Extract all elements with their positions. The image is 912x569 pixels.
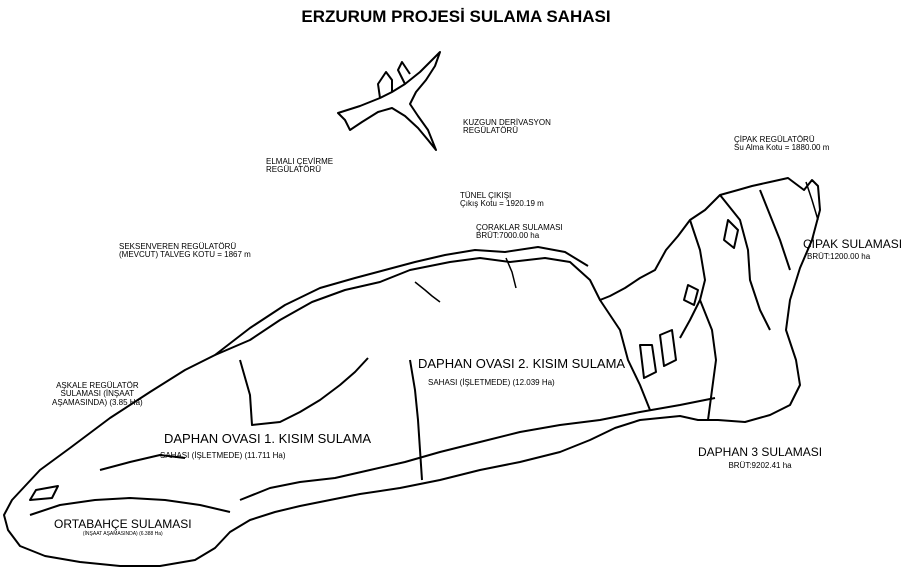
label-askale: AŞKALE REGÜLATÖR SULAMASI (İNŞAAT AŞAMAS…	[52, 381, 143, 407]
label-cipak-sulamasi-line1: ÇİPAK SULAMASI	[803, 237, 903, 251]
label-coraklar-line2: BRÜT:7000.00 ha	[476, 231, 540, 241]
division-center	[599, 299, 651, 411]
label-daphan3-line1: DAPHAN 3 SULAMASI	[698, 445, 823, 459]
label-daphan2-line2: SAHASI (İŞLETMEDE) (12.039 Ha)	[428, 377, 555, 387]
label-daphan2: DAPHAN OVASI 2. KISIM SULAMA SAHASI (İŞL…	[418, 357, 625, 387]
label-kuzgun: KUZGUN DERİVASYON REGÜLATÖRÜ	[463, 118, 551, 136]
label-daphan2-line1: DAPHAN OVASI 2. KISIM SULAMA	[418, 356, 626, 371]
label-seksenveren-line1: SEKSENVEREN REGÜLATÖRÜ	[119, 242, 237, 251]
label-ortabahce-line2: (İNŞAAT AŞAMASINDA) (6.388 Ha)	[82, 530, 163, 537]
label-cipak-sulamasi: ÇİPAK SULAMASI BRÜT:1200.00 ha	[803, 238, 902, 261]
label-cipak-regulator: ÇİPAK REGÜLATÖRÜ Su Alma Kotu = 1880.00 …	[734, 135, 830, 153]
division-askale	[99, 454, 186, 471]
label-seksenveren: SEKSENVEREN REGÜLATÖRÜ (MEVCUT) TALVEG K…	[119, 242, 251, 260]
label-tunel-line1: TÜNEL ÇIKIŞI	[460, 191, 512, 200]
label-daphan1-line1: DAPHAN OVASI 1. KISIM SULAMA	[164, 431, 372, 446]
upper-channel	[214, 246, 589, 356]
division-lower-channel	[239, 397, 716, 501]
label-kuzgun-line2: REGÜLATÖRÜ	[463, 126, 518, 136]
reservoir-arm-2	[397, 61, 411, 85]
label-askale-line3: AŞAMASINDA) (3.85 Ha)	[52, 397, 143, 407]
label-elmali-line1: ELMALI ÇEVİRME	[266, 157, 334, 166]
stream-1	[414, 281, 441, 303]
map-title: ERZURUM PROJESİ SULAMA SAHASI	[301, 7, 611, 26]
pocket-2	[659, 329, 677, 367]
label-ortabahce: ORTABAHÇE SULAMASI (İNŞAAT AŞAMASINDA) (…	[54, 518, 192, 537]
main-plain-outline	[3, 177, 821, 567]
pocket-3	[723, 219, 739, 249]
label-askale-line1: AŞKALE REGÜLATÖR	[56, 381, 139, 390]
division-ortabahce	[29, 497, 231, 516]
division-northeast	[679, 219, 706, 339]
label-daphan1-line2: SAHASI (İŞLETMEDE) (11.711 Ha)	[160, 450, 286, 460]
stream-3	[805, 181, 819, 221]
division-east	[699, 299, 717, 421]
stream-2	[505, 257, 517, 289]
label-coraklar: ÇORAKLAR SULAMASI BRÜT:7000.00 ha	[476, 223, 563, 241]
label-daphan1: DAPHAN OVASI 1. KISIM SULAMA SAHASI (İŞL…	[160, 431, 372, 460]
division-fingers	[719, 194, 771, 331]
pocket-4	[683, 284, 699, 306]
reservoir-arm	[377, 71, 393, 99]
division-daphan1-inner	[239, 357, 369, 426]
label-kuzgun-line1: KUZGUN DERİVASYON	[463, 118, 551, 127]
label-tunel-line2: Çıkış Kotu = 1920.19 m	[460, 199, 544, 209]
label-elmali-line2: REGÜLATÖRÜ	[266, 165, 321, 175]
label-cipak-sulamasi-line2: BRÜT:1200.00 ha	[807, 251, 871, 261]
label-tunel: TÜNEL ÇIKIŞI Çıkış Kotu = 1920.19 m	[460, 191, 544, 209]
division-daphan2-west	[409, 359, 423, 481]
pocket-1	[639, 344, 657, 379]
label-daphan3: DAPHAN 3 SULAMASI BRÜT:9202.41 ha	[698, 446, 822, 470]
label-seksenveren-line2: (MEVCUT) TALVEG KOTU = 1867 m	[119, 250, 251, 260]
label-ortabahce-line1: ORTABAHÇE SULAMASI	[54, 517, 192, 531]
label-coraklar-line1: ÇORAKLAR SULAMASI	[476, 223, 563, 232]
division-cipak	[759, 189, 791, 271]
label-daphan3-line2: BRÜT:9202.41 ha	[728, 460, 792, 470]
reservoir-outline	[337, 51, 441, 151]
label-cipak-regulator-line1: ÇİPAK REGÜLATÖRÜ	[734, 135, 815, 144]
pocket-5	[29, 485, 59, 501]
label-elmali: ELMALI ÇEVİRME REGÜLATÖRÜ	[266, 157, 334, 175]
label-cipak-regulator-line2: Su Alma Kotu = 1880.00 m	[734, 143, 830, 153]
label-askale-line2: SULAMASI (İNŞAAT	[60, 389, 135, 399]
